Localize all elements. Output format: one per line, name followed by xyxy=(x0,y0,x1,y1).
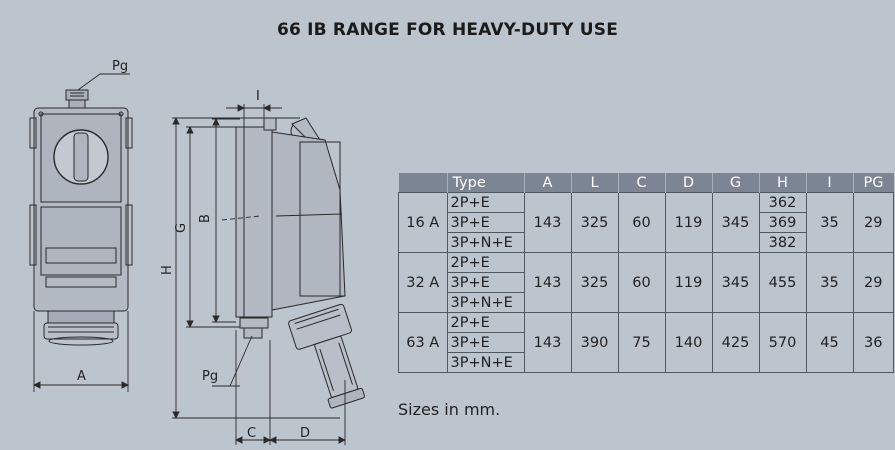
cell-type: 2P+E xyxy=(446,192,525,213)
cell-h: 455 xyxy=(758,252,807,313)
page-title: 66 IB RANGE FOR HEAVY-DUTY USE xyxy=(276,20,619,40)
cell-d: 119 xyxy=(664,252,713,313)
header-i: I xyxy=(805,173,853,193)
cell-type: 3P+E xyxy=(446,332,525,353)
cell-i: 35 xyxy=(805,192,854,253)
cell-c: 60 xyxy=(617,252,666,313)
dim-i-label: I xyxy=(256,89,260,104)
cell-pg: 36 xyxy=(852,312,894,373)
cell-h: 570 xyxy=(758,312,807,373)
cell-type: 3P+E xyxy=(446,212,525,233)
cell-h: 369 xyxy=(758,212,807,233)
side-dimensions xyxy=(172,104,347,445)
cell-pg: 29 xyxy=(852,192,894,253)
cell-i: 45 xyxy=(805,312,854,373)
pg-top-label: Pg xyxy=(112,59,128,74)
table-row: 32 A 2P+E 143 325 60 119 345 455 35 29 xyxy=(398,252,894,313)
cell-g: 425 xyxy=(711,312,760,373)
cell-l: 325 xyxy=(570,192,619,253)
dimensions-table: Type A L C D G H I PG 16 A 2P+E 143 325 … xyxy=(398,173,894,373)
table-row: 3P+N+E 382 xyxy=(399,232,894,253)
front-view xyxy=(29,89,133,346)
cell-current: 32 A xyxy=(398,252,448,313)
header-d: D xyxy=(664,173,712,193)
dim-g-label: G xyxy=(174,223,189,233)
cell-h: 362 xyxy=(758,192,807,213)
cell-type: 3P+N+E xyxy=(446,352,525,373)
units-note: Sizes in mm. xyxy=(398,400,501,419)
header-g: G xyxy=(711,173,759,193)
table-header-row: Type A L C D G H I PG xyxy=(398,173,894,193)
table-row: 3P+N+E xyxy=(399,292,894,313)
dim-h-label: H xyxy=(160,265,175,275)
cell-c: 60 xyxy=(617,192,666,253)
table-row: 3P+E 369 xyxy=(399,212,894,233)
table-row: 3P+N+E xyxy=(399,352,894,373)
cell-a: 143 xyxy=(523,312,572,373)
dimension-a xyxy=(32,311,130,392)
cell-pg: 29 xyxy=(852,252,894,313)
cell-d: 119 xyxy=(664,192,713,253)
cell-current: 63 A xyxy=(398,312,448,373)
dim-c-label: C xyxy=(247,426,256,441)
cell-g: 345 xyxy=(711,192,760,253)
header-c: C xyxy=(617,173,665,193)
cell-c: 75 xyxy=(617,312,666,373)
cell-a: 143 xyxy=(523,192,572,253)
header-a: A xyxy=(523,173,571,193)
side-view xyxy=(235,117,366,409)
cell-l: 325 xyxy=(570,252,619,313)
cell-type: 3P+N+E xyxy=(446,232,525,253)
cell-type: 2P+E xyxy=(446,252,525,273)
pg-bottom-label: Pg xyxy=(202,369,218,384)
cell-type: 3P+N+E xyxy=(446,292,525,313)
cell-d: 140 xyxy=(664,312,713,373)
dim-b-label: B xyxy=(198,214,213,223)
cell-h: 382 xyxy=(758,232,807,253)
header-pg: PG xyxy=(852,173,894,193)
dim-d-label: D xyxy=(300,426,310,441)
cell-g: 345 xyxy=(711,252,760,313)
header-type: Type xyxy=(446,173,524,193)
cell-a: 143 xyxy=(523,252,572,313)
cell-type: 2P+E xyxy=(446,312,525,333)
cell-current: 16 A xyxy=(398,192,448,253)
cell-i: 35 xyxy=(805,252,854,313)
table-row: 16 A 2P+E 143 325 60 119 345 362 35 29 xyxy=(398,192,894,253)
header-current xyxy=(398,173,447,193)
cell-type: 3P+E xyxy=(446,272,525,293)
cell-l: 390 xyxy=(570,312,619,373)
dim-a-label: A xyxy=(77,369,86,384)
header-l: L xyxy=(570,173,618,193)
table-row: 63 A 2P+E 143 390 75 140 425 570 45 36 xyxy=(398,312,894,373)
technical-drawing: A Pg xyxy=(29,59,366,445)
header-h: H xyxy=(758,173,806,193)
